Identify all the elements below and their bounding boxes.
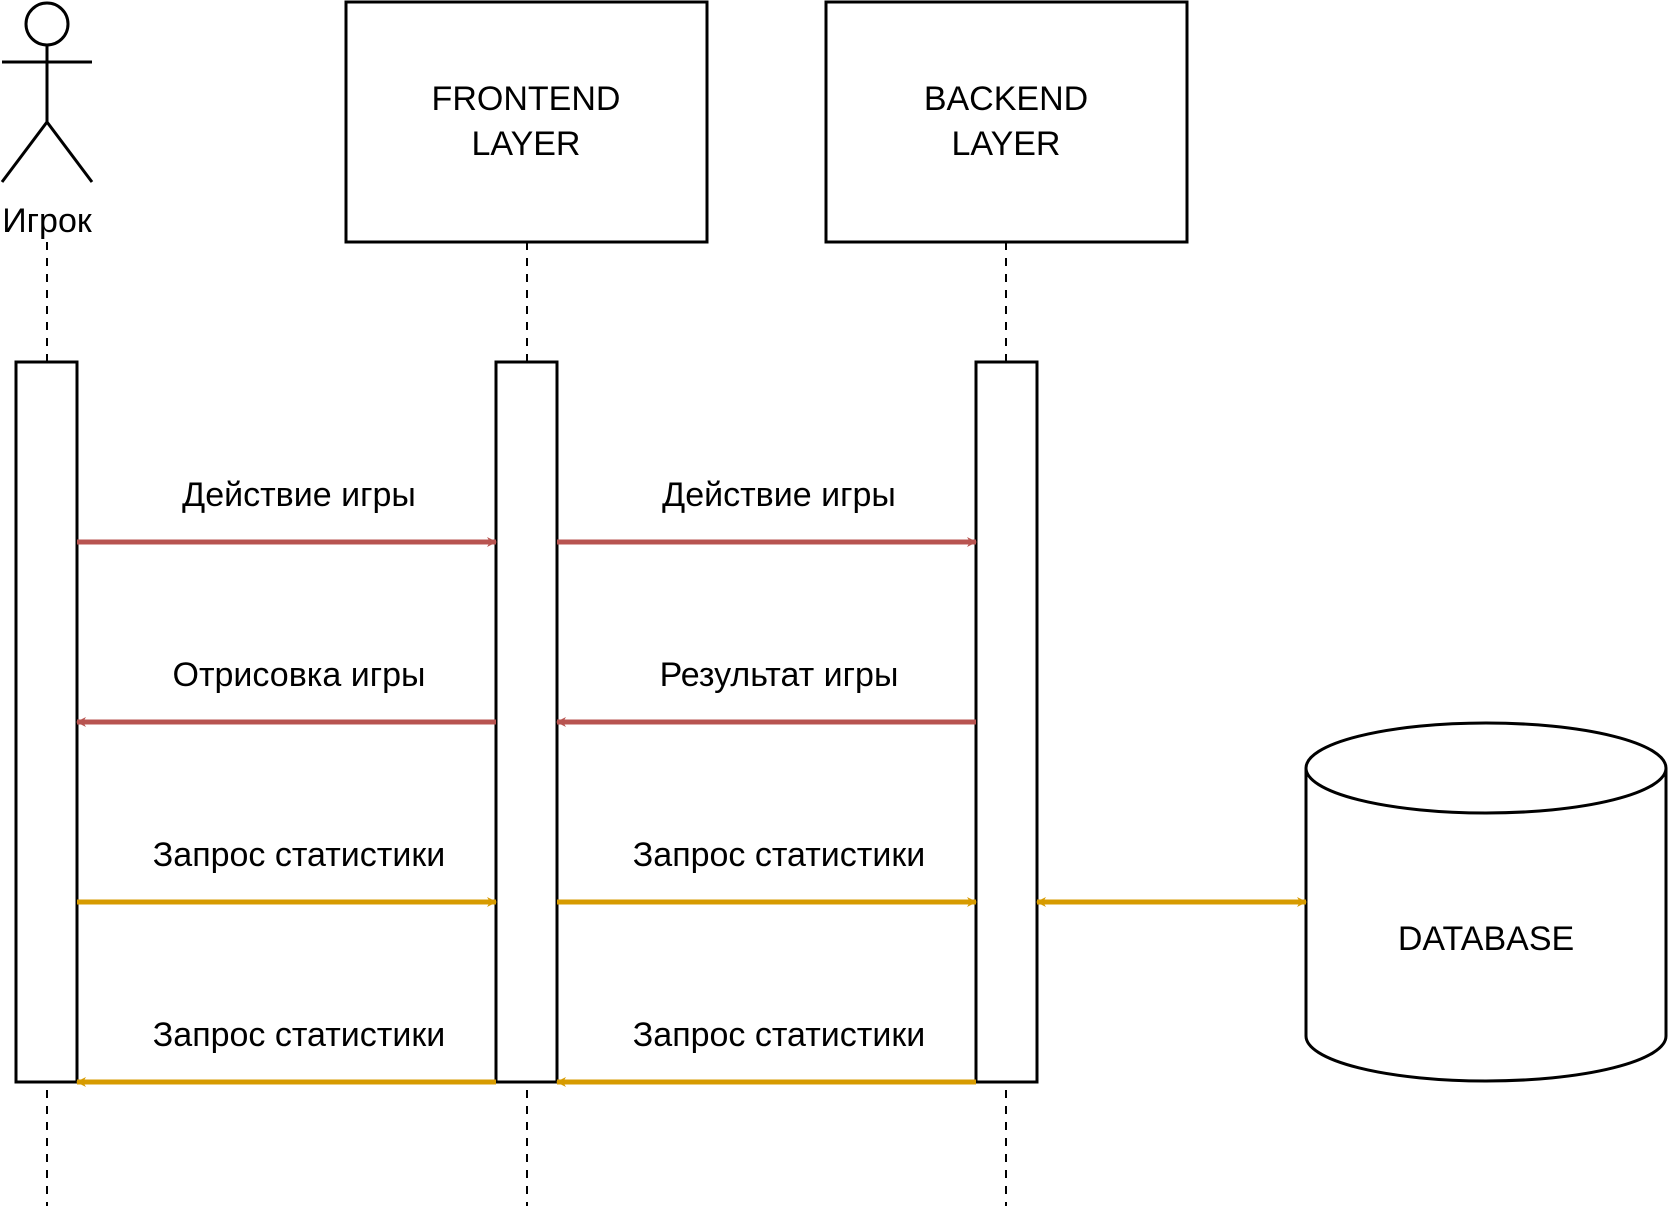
message-label-1: Действие игры — [182, 476, 416, 514]
stick-figure-icon — [0, 1, 94, 183]
backend-label-line1: BACKEND — [924, 80, 1088, 118]
frontend-label-line2: LAYER — [472, 125, 581, 163]
frontend-box — [344, 0, 709, 244]
backend-box — [824, 0, 1189, 244]
activation-frontend — [494, 360, 559, 1084]
message-label-3: Отрисовка игры — [173, 656, 426, 694]
message-label-6: Запрос статистики — [633, 836, 925, 874]
message-label-7: Запрос статистики — [153, 1016, 445, 1054]
actor-label: Игрок — [2, 202, 93, 240]
message-label-5: Запрос статистики — [153, 836, 445, 874]
message-label-2: Действие игры — [662, 476, 896, 514]
message-label-4: Результат игры — [660, 656, 899, 694]
backend-label-line2: LAYER — [952, 125, 1061, 163]
database-cylinder-icon — [1304, 721, 1668, 1083]
frontend-label-line1: FRONTEND — [432, 80, 621, 118]
database-label: DATABASE — [1398, 920, 1574, 958]
activation-backend — [974, 360, 1039, 1084]
activation-player — [14, 360, 79, 1084]
message-label-8: Запрос статистики — [633, 1016, 925, 1054]
